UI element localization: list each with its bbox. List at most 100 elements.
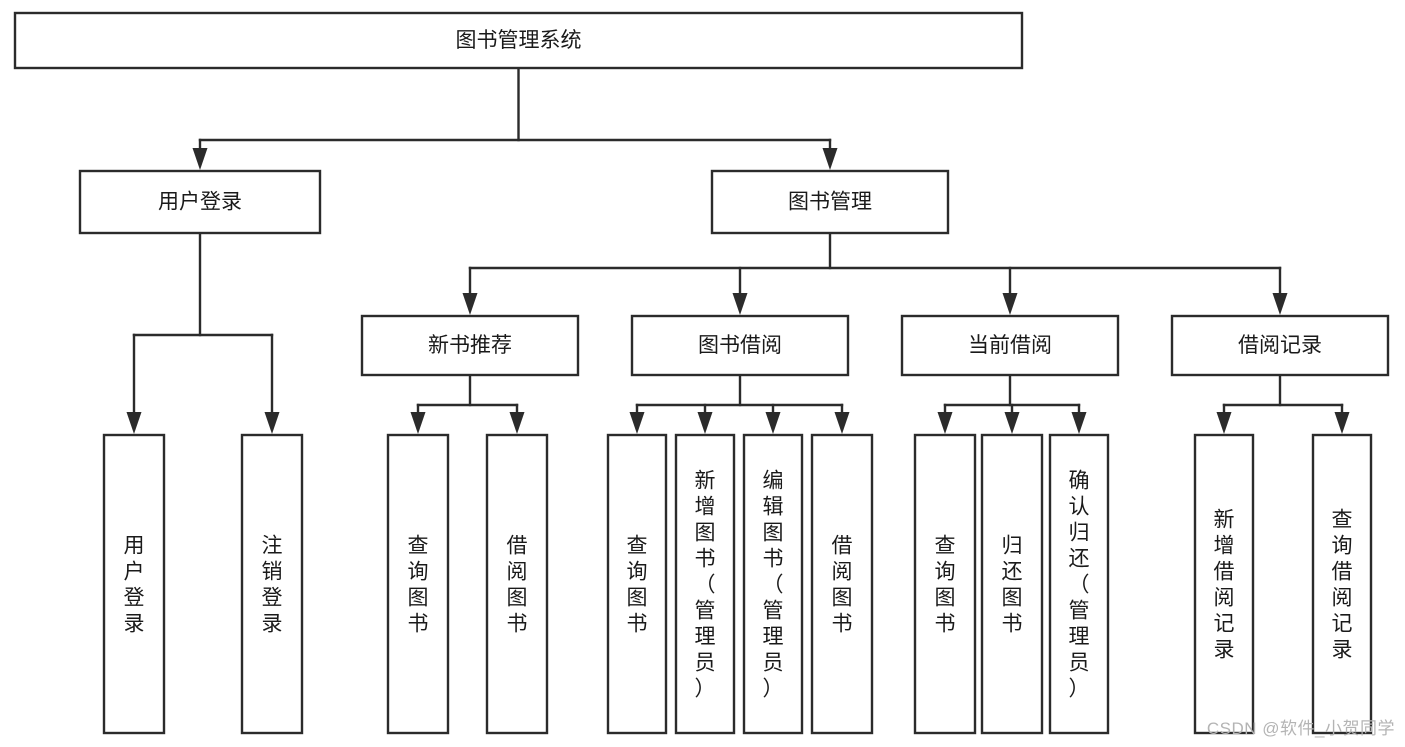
node-label: 借阅记录 [1238,334,1322,357]
node-book-borrow[interactable]: 图书借阅 [630,314,850,377]
arrow-head-icon [822,148,838,170]
node-label-char: 新 [695,469,716,492]
node-label-char: 用 [124,534,145,557]
node-label-char: 书 [627,612,648,635]
node-box [900,314,1120,377]
node-label-char: ） [1069,677,1090,700]
node-box [1170,314,1390,377]
node-leaf-user-login[interactable]: 用户登录 [102,433,166,735]
node-box [674,433,736,735]
node-label-char: ） [763,677,784,700]
node-label-char: 户 [124,560,145,583]
node-label-char: 图 [695,521,716,544]
node-current-borrow[interactable]: 当前借阅 [900,314,1120,377]
node-box [742,433,804,735]
arrow-head-icon [1071,412,1087,434]
node-box [13,11,1024,70]
node-label: 用户登录 [158,191,242,214]
node-label-char: 还 [1069,547,1090,570]
node-box [386,433,450,735]
node-label-char: 查 [627,534,648,557]
node-label-char: 管 [763,599,784,622]
node-label: 图书管理 [788,191,872,214]
node-borrow-record[interactable]: 借阅记录 [1170,314,1390,377]
node-label-char: （ [763,573,784,596]
node-label-char: 图 [935,586,956,609]
node-label-char: 归 [1002,534,1023,557]
node-layer: 图书管理系统用户登录图书管理新书推荐图书借阅当前借阅借阅记录用户登录注销登录查询… [13,11,1390,735]
node-label-char: 查 [408,534,429,557]
arrow-head-icon [1216,412,1232,434]
node-box [710,169,950,235]
node-label-char: 书 [408,612,429,635]
node-label-char: 图 [832,586,853,609]
node-label-char: 记 [1214,612,1235,635]
node-box [606,433,668,735]
node-label-char: 增 [695,495,716,518]
node-label-char: 销 [262,560,283,583]
node-label-char: 登 [124,586,145,609]
node-label-char: 员 [695,651,716,674]
node-label-char: 记 [1332,612,1353,635]
node-user-login[interactable]: 用户登录 [78,169,322,235]
node-book-manage[interactable]: 图书管理 [710,169,950,235]
node-new-book-recommend[interactable]: 新书推荐 [360,314,580,377]
node-label-char: 书 [507,612,528,635]
node-box [1193,433,1255,735]
node-label-char: 借 [832,534,853,557]
arrow-head-icon [697,412,713,434]
arrow-head-icon [1272,293,1288,315]
node-box [102,433,166,735]
node-label-char: 编 [763,469,784,492]
arrow-head-icon [1004,412,1020,434]
node-box [78,169,322,235]
node-label-char: 录 [262,612,283,635]
node-label-char: 阅 [507,560,528,583]
node-box [810,433,874,735]
node-label-char: 归 [1069,521,1090,544]
node-box [630,314,850,377]
arrow-head-icon [410,412,426,434]
node-label-char: 登 [262,586,283,609]
node-box [485,433,549,735]
node-label-char: 询 [408,560,429,583]
node-label-char: 查 [935,534,956,557]
arrow-head-icon [264,412,280,434]
node-label-char: 增 [1214,534,1235,557]
node-label-char: 新 [1214,508,1235,531]
node-label-char: 书 [763,547,784,570]
node-label-char: 认 [1069,495,1090,518]
watermark-label: CSDN @软件_小贺同学 [1206,719,1395,738]
node-label-char: 理 [1069,625,1090,648]
node-label: 当前借阅 [968,334,1052,357]
node-label-char: 借 [1332,560,1353,583]
arrow-head-icon [1334,412,1350,434]
arrow-head-icon [629,412,645,434]
node-box [240,433,304,735]
node-label-char: 询 [935,560,956,583]
node-label-char: ） [695,677,716,700]
node-root[interactable]: 图书管理系统 [13,11,1024,70]
node-label-char: 员 [1069,651,1090,674]
node-label-char: 书 [935,612,956,635]
arrow-head-icon [462,293,478,315]
node-label-char: （ [1069,573,1090,596]
node-label-char: 查 [1332,508,1353,531]
node-label-char: 借 [507,534,528,557]
node-label-char: 辑 [763,495,784,518]
node-label: 图书管理系统 [456,29,582,52]
node-label: 图书借阅 [698,334,782,357]
